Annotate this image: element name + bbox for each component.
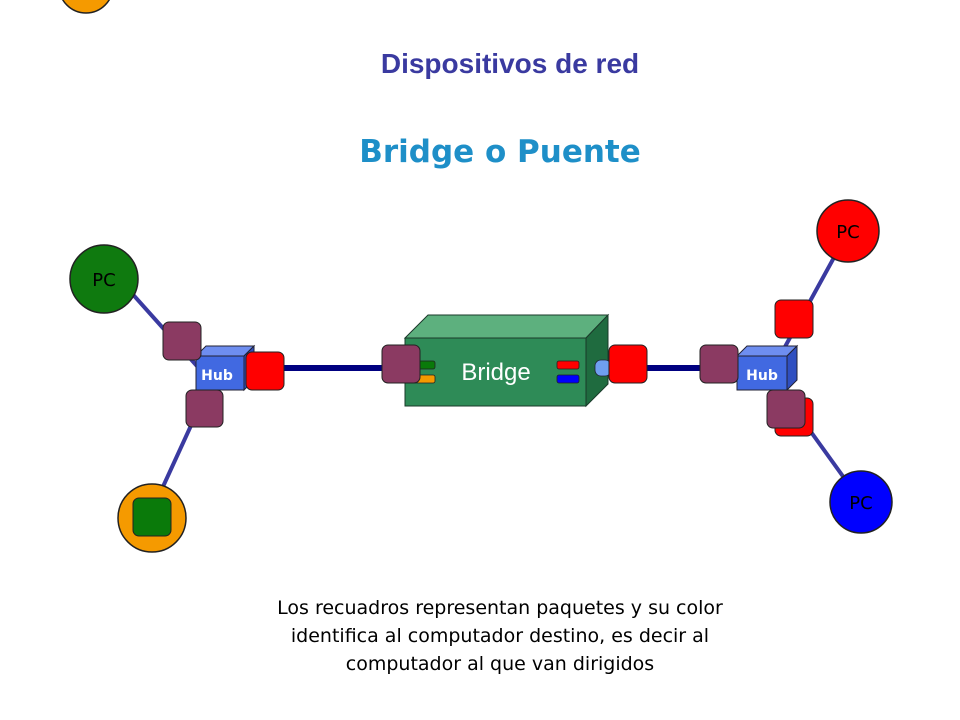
- bridge-label: Bridge: [461, 359, 530, 386]
- hub-left: Hub: [194, 344, 256, 392]
- packet-maroon: [766, 389, 806, 429]
- packet-green: [132, 497, 172, 537]
- hub-right-label: Hub: [746, 368, 778, 384]
- pc-top-right: PC: [816, 199, 880, 263]
- port-red: [556, 360, 580, 370]
- hub-right: Hub: [735, 344, 799, 392]
- pc-bottom-right-label: PC: [849, 493, 872, 514]
- pc-bottom-right: PC: [829, 470, 893, 534]
- port-blue: [556, 374, 580, 384]
- packet-maroon: [699, 344, 739, 384]
- pc-bottom-left: [117, 483, 187, 553]
- caption-line-2: identifica al computador destino, es dec…: [290, 625, 710, 647]
- pc-top-left-label: PC: [92, 270, 115, 291]
- caption: Los recuadros representan paquetes y su …: [200, 594, 800, 678]
- caption-line-3: computador al que van dirigidos: [345, 653, 655, 675]
- packet-red: [608, 344, 648, 384]
- packet-red: [774, 299, 814, 339]
- pc-corner-node: [62, 0, 110, 14]
- pc-top-left: PC: [69, 244, 139, 314]
- slide-subtitle: Bridge o Puente: [359, 134, 641, 170]
- hub-left-label: Hub: [201, 368, 233, 384]
- slide-title: Dispositivos de red: [380, 48, 640, 79]
- pc-top-right-label: PC: [836, 222, 859, 243]
- caption-line-1: Los recuadros representan paquetes y su …: [277, 597, 723, 619]
- packet-maroon: [185, 389, 224, 428]
- packet-maroon: [162, 321, 202, 361]
- packet-maroon: [381, 344, 421, 384]
- bridge-device: Bridge: [403, 313, 612, 408]
- packet-red: [245, 351, 285, 391]
